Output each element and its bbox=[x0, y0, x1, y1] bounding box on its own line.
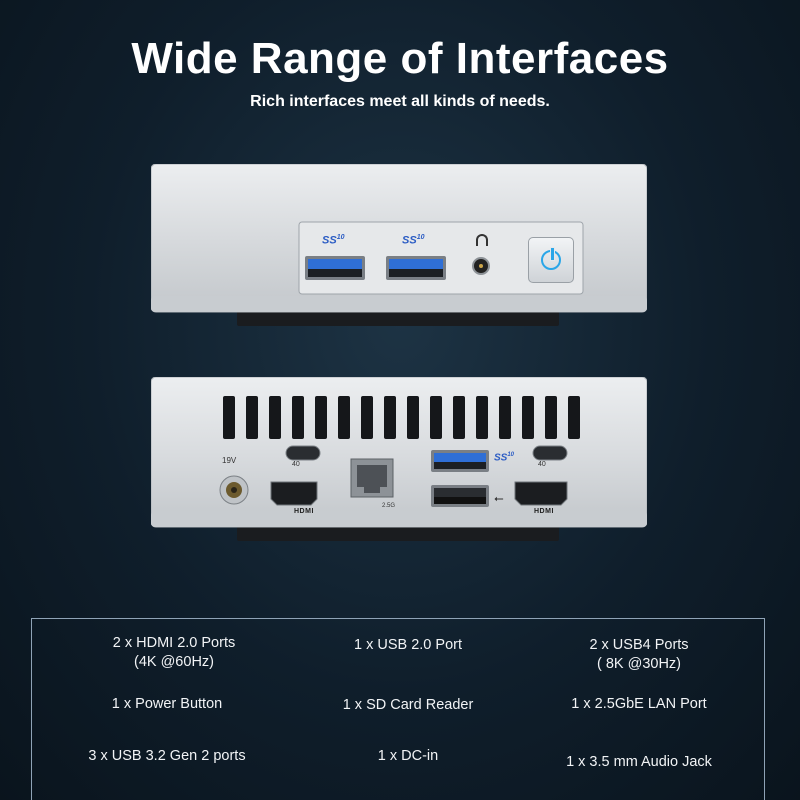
spec-text: 2 x HDMI 2.0 Ports bbox=[112, 635, 236, 651]
spec-text: 2 x USB4 Ports bbox=[589, 637, 689, 653]
usb-speed-text: 10 bbox=[336, 234, 345, 241]
spec-text: 1 x 2.5GbE LAN Port bbox=[571, 696, 707, 712]
hdmi-label-right: HDMI bbox=[534, 508, 554, 515]
spec-text: 3 x USB 3.2 Gen 2 ports bbox=[88, 748, 246, 764]
spec-item-usb4: 2 x USB4 Ports ( 8K @30Hz) bbox=[519, 636, 759, 674]
hdmi-label-left: HDMI bbox=[294, 508, 314, 515]
usb-ss-logo-left: SS10 bbox=[322, 234, 344, 247]
front-usb-a-port-2 bbox=[386, 256, 446, 280]
spec-item-sd-card: 1 x SD Card Reader bbox=[288, 696, 528, 715]
spec-item-power-button: 1 x Power Button bbox=[47, 695, 287, 714]
page-subtitle: Rich interfaces meet all kinds of needs. bbox=[250, 93, 550, 110]
spec-text: 1 x SD Card Reader bbox=[342, 697, 474, 713]
spec-item-usb2: 1 x USB 2.0 Port bbox=[288, 636, 528, 655]
spec-item-lan: 1 x 2.5GbE LAN Port bbox=[519, 695, 759, 714]
mini-pc-rear-view bbox=[151, 377, 647, 541]
spec-item-audio-jack: 1 x 3.5 mm Audio Jack bbox=[519, 753, 759, 772]
audio-jack bbox=[472, 257, 490, 275]
spec-text: 1 x USB 2.0 Port bbox=[354, 637, 462, 653]
usb-ss-text: SS bbox=[402, 234, 417, 247]
usb-c-label-left: 40 bbox=[292, 461, 300, 468]
spec-text: 1 x 3.5 mm Audio Jack bbox=[566, 754, 712, 770]
spec-text: 1 x DC-in bbox=[377, 748, 439, 764]
usb-ss-text: SS bbox=[322, 234, 337, 247]
usb-ss-logo-rear: SS10 bbox=[494, 452, 514, 463]
front-usb-a-port-1 bbox=[305, 256, 365, 280]
usb-ss-logo-right: SS10 bbox=[402, 234, 424, 247]
spec-item-dc-in: 1 x DC-in bbox=[288, 747, 528, 766]
headphone-icon bbox=[476, 234, 488, 246]
usb-speed-text: 10 bbox=[416, 234, 425, 241]
usb-c-label-right: 40 bbox=[538, 461, 546, 468]
spec-item-usb32: 3 x USB 3.2 Gen 2 ports bbox=[47, 747, 287, 766]
spec-text: (4K @60Hz) bbox=[134, 654, 214, 670]
spec-text: 1 x Power Button bbox=[111, 696, 223, 712]
dc-voltage-label: 19V bbox=[222, 456, 237, 465]
spec-text: ( 8K @30Hz) bbox=[596, 656, 682, 672]
power-button bbox=[528, 237, 574, 283]
lan-speed-label: 2.5G bbox=[382, 503, 396, 509]
spec-item-hdmi: 2 x HDMI 2.0 Ports (4K @60Hz) bbox=[54, 634, 294, 672]
usb-ss-text: SS bbox=[494, 452, 508, 464]
page-title: Wide Range of Interfaces bbox=[131, 34, 669, 83]
usb-speed-text: 10 bbox=[507, 452, 515, 458]
specs-panel bbox=[31, 618, 765, 800]
usb-trident-icon: ⭠ bbox=[494, 491, 504, 505]
